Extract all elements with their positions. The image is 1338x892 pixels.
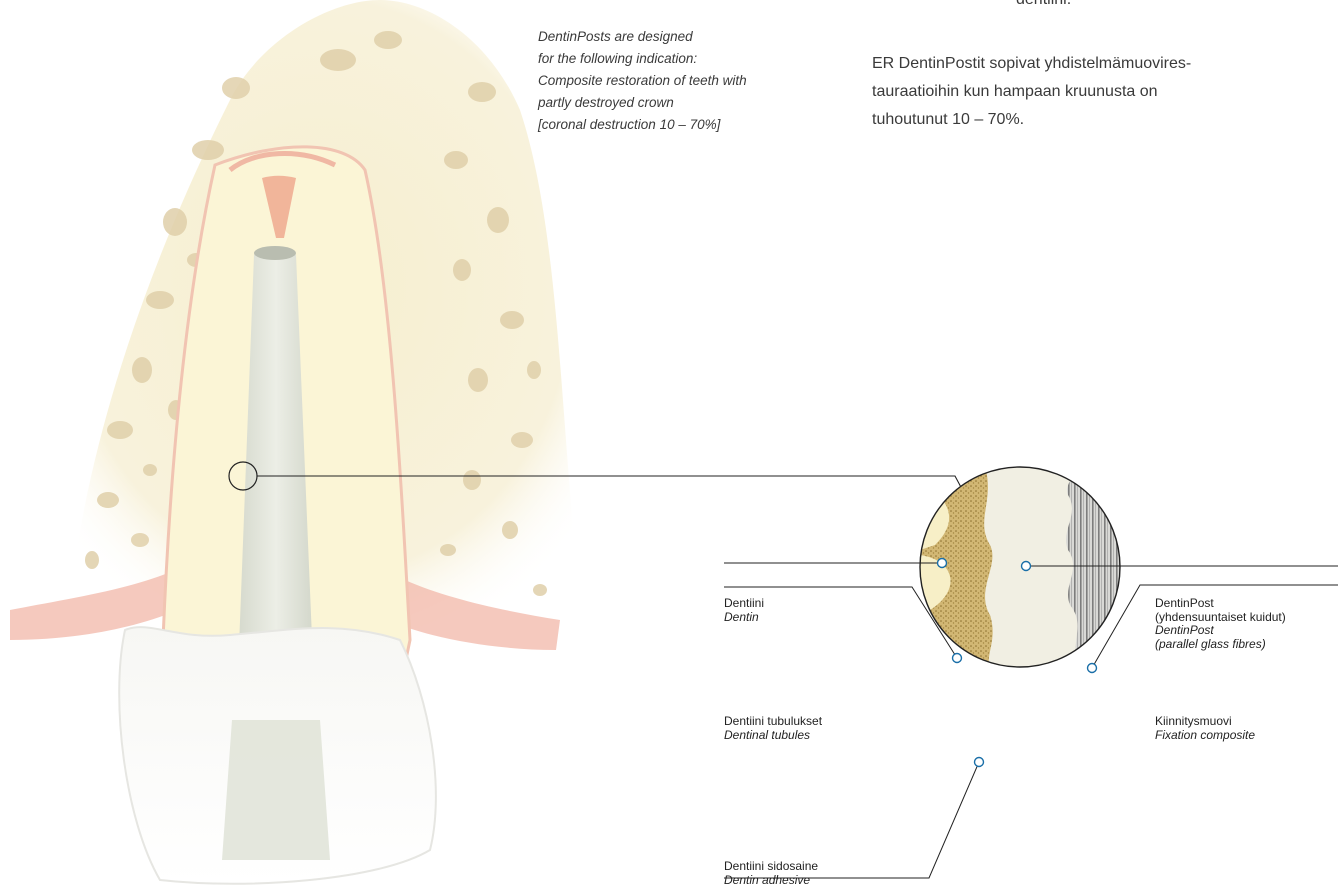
dot-dentin: [953, 654, 962, 663]
label-tubules-fi: Dentiini tubulukset: [724, 715, 822, 729]
label-composite: Kiinnitysmuovi Fixation composite: [1155, 715, 1255, 742]
label-post-fi2: (yhdensuuntaiset kuidut): [1155, 611, 1286, 625]
magnified-view: [920, 467, 1120, 667]
dot-post: [1088, 664, 1097, 673]
label-adhesive-fi: Dentiini sidosaine: [724, 860, 818, 874]
indication-en-line: Composite restoration of teeth with: [538, 70, 838, 92]
label-adhesive-en: Dentin adhesive: [724, 874, 818, 888]
label-post-en1: DentinPost: [1155, 624, 1286, 638]
label-dentin-fi: Dentiini: [724, 597, 764, 611]
indication-en-line: DentinPosts are designed: [538, 26, 838, 48]
indication-english: DentinPosts are designed for the followi…: [538, 26, 838, 136]
dot-adhesive: [975, 758, 984, 767]
label-post: DentinPost (yhdensuuntaiset kuidut) Dent…: [1155, 597, 1286, 651]
label-post-fi1: DentinPost: [1155, 597, 1286, 611]
top-cut-text: dentiini.: [1016, 0, 1071, 9]
label-composite-fi: Kiinnitysmuovi: [1155, 715, 1255, 729]
post-in-crown: [222, 720, 330, 860]
label-adhesive: Dentiini sidosaine Dentin adhesive: [724, 860, 818, 887]
label-post-en2: (parallel glass fibres): [1155, 638, 1286, 652]
indication-en-line: [coronal destruction 10 – 70%]: [538, 114, 838, 136]
indication-fi-line: ER DentinPostit sopivat yhdistelmämuovir…: [872, 50, 1232, 78]
label-composite-en: Fixation composite: [1155, 729, 1255, 743]
label-tubules-en: Dentinal tubules: [724, 729, 822, 743]
indication-en-line: partly destroyed crown: [538, 92, 838, 114]
dot-tubules: [938, 559, 947, 568]
dot-composite: [1022, 562, 1031, 571]
post-tip: [254, 246, 296, 260]
label-tubules: Dentiini tubulukset Dentinal tubules: [724, 715, 822, 742]
indication-en-line: for the following indication:: [538, 48, 838, 70]
label-dentin-en: Dentin: [724, 611, 764, 625]
indication-finnish: ER DentinPostit sopivat yhdistelmämuovir…: [872, 50, 1232, 134]
indication-fi-line: tauraatioihin kun hampaan kruunusta on: [872, 78, 1232, 106]
indication-fi-line: tuhoutunut 10 – 70%.: [872, 106, 1232, 134]
label-dentin: Dentiini Dentin: [724, 597, 764, 624]
